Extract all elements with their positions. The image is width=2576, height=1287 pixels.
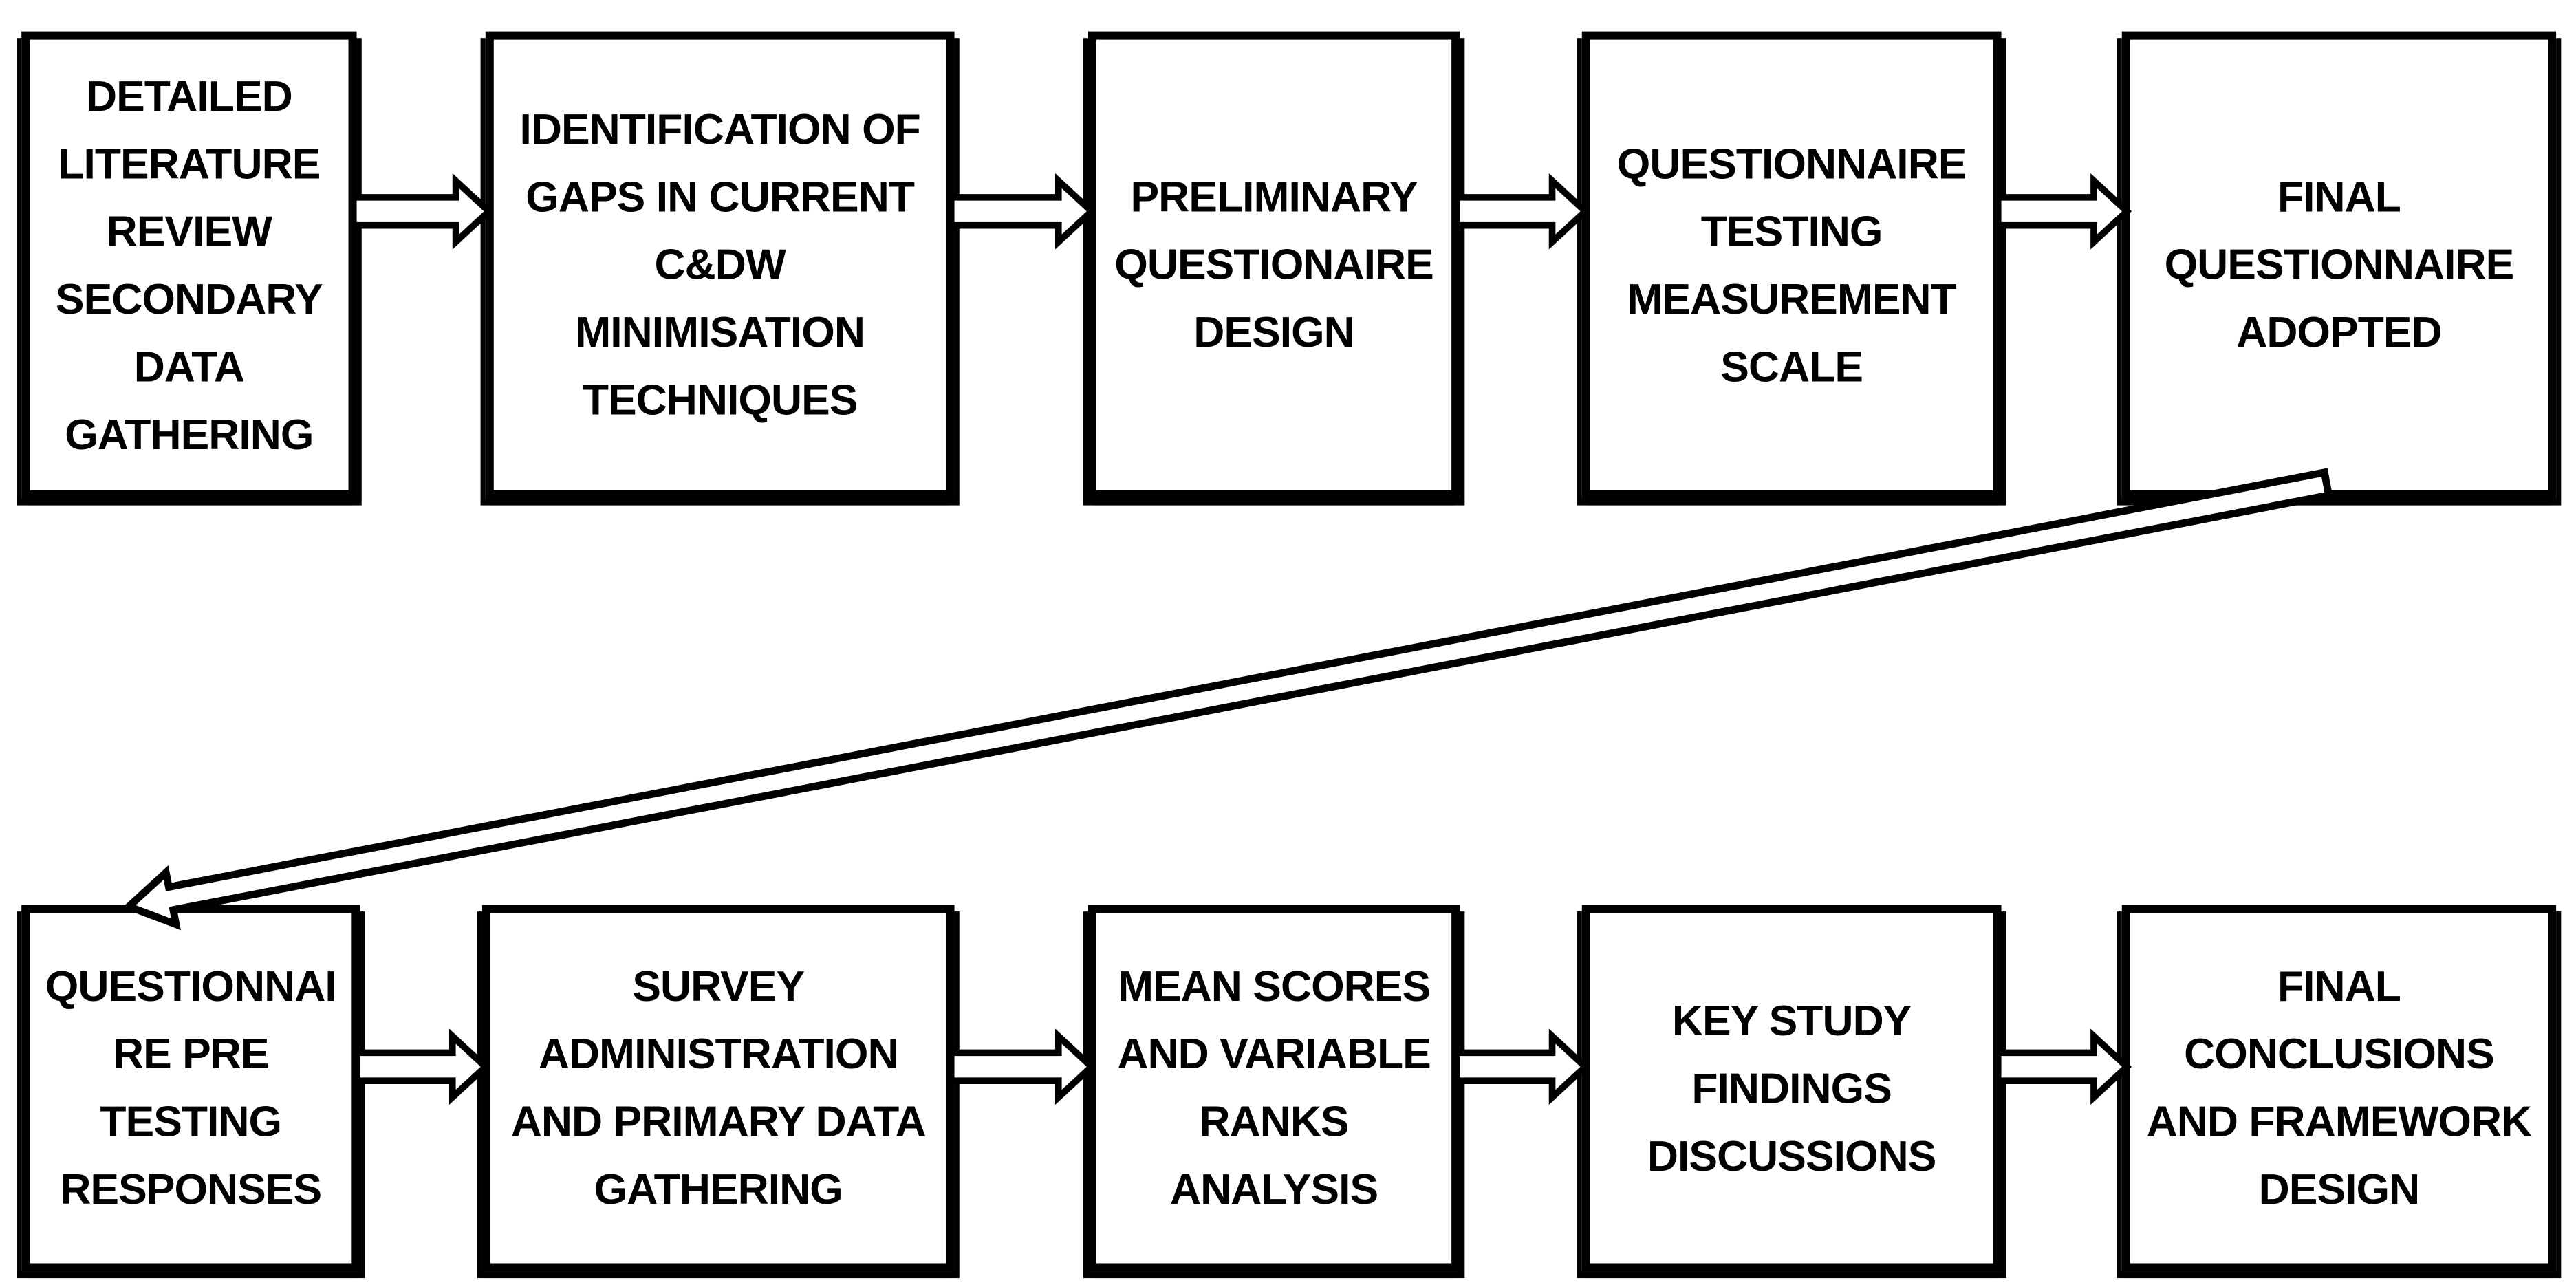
step-text-line: DESIGN <box>1193 307 1355 357</box>
step-text-line: LITERATURE <box>58 138 321 188</box>
flow-arrow-identification-of-gaps-in-current-cdw-minimisation-techniques-to-preliminary-questionaire-design <box>947 173 1096 250</box>
step-text-line: QUESTIONNAI <box>45 961 337 1011</box>
step-text-line: QUESTIONNAIRE <box>1616 138 1967 188</box>
flow-arrow-final-questionnaire-adopted-to-questionnaire-pre-testing-responses <box>122 468 2333 931</box>
step-text-line: DESIGN <box>2258 1164 2421 1214</box>
step-final-conclusions-framework: FINAL CONCLUSIONS AND FRAMEWORK DESIGN <box>2121 905 2557 1272</box>
step-text-line: ADMINISTRATION <box>538 1028 899 1079</box>
step-identification-of-gaps: IDENTIFICATION OF GAPS IN CURRENT C&DW MINI… <box>485 31 955 499</box>
step-text-line: ADOPTED <box>2236 307 2442 357</box>
flow-arrow-survey-administration-and-primary-data-gathering-to-mean-scores-and-variable-ranks-analysis <box>947 1028 1096 1105</box>
step-preliminary-questionaire: PRELIMINARY QUESTIONAIRE DESIGN <box>1087 31 1460 499</box>
step-survey-administration: SURVEY ADMINISTRATION AND PRIMARY DATA GATH… <box>481 905 955 1272</box>
step-text-line: TESTING <box>100 1096 282 1147</box>
step-text-line: GAPS IN CURRENT <box>526 171 915 221</box>
flow-arrow-preliminary-questionaire-design-to-questionnaire-testing-measurement-scale <box>1453 173 1590 250</box>
step-text-line: RESPONSES <box>60 1164 322 1214</box>
step-text-line: TESTING <box>1700 205 1883 255</box>
step-text-line: KEY STUDY <box>1671 995 1912 1045</box>
step-text-line: DETAILED <box>85 70 293 120</box>
step-text-line: REVIEW <box>106 205 272 255</box>
step-text-line: IDENTIFICATION OF <box>519 104 920 154</box>
step-text-line: AND VARIABLE <box>1117 1028 1431 1079</box>
step-text-line: DISCUSSIONS <box>1647 1130 1936 1180</box>
step-mean-scores-ranks-analysis: MEAN SCORES AND VARIABLE RANKS ANALYSIS <box>1087 905 1460 1272</box>
flow-arrow-key-study-findings-discussions-to-final-conclusions-and-framework-design <box>1994 1028 2132 1105</box>
step-text-line: FINAL <box>2277 171 2401 221</box>
step-text-line: GATHERING <box>65 409 314 459</box>
step-text-line: PRELIMINARY <box>1130 171 1418 221</box>
step-text-line: RE PRE <box>112 1028 270 1079</box>
step-text-line: MINIMISATION <box>575 307 865 357</box>
step-text-line: FINAL <box>2277 961 2401 1011</box>
step-text-line: AND FRAMEWORK <box>2146 1096 2533 1147</box>
step-text-line: C&DW <box>654 239 786 290</box>
step-text-line: MEASUREMENT <box>1627 273 1956 323</box>
step-text-line: GATHERING <box>594 1164 843 1214</box>
step-text-line: QUESTIONNAIRE <box>2164 239 2515 290</box>
step-text-line: MEAN SCORES <box>1117 961 1431 1011</box>
step-text-line: AND PRIMARY DATA <box>510 1096 927 1147</box>
step-text-line: SURVEY <box>632 961 805 1011</box>
flow-arrow-mean-scores-and-variable-ranks-analysis-to-key-study-findings-discussions <box>1453 1028 1590 1105</box>
step-detailed-literature-review: DETAILED LITERATURE REVIEW SECONDARY DATA GAT… <box>21 31 357 499</box>
step-questionnaire-testing: QUESTIONNAIRE TESTING MEASUREMENT SCALE <box>1581 31 2002 499</box>
step-text-line: FINDINGS <box>1691 1062 1892 1112</box>
flow-arrow-questionnaire-testing-measurement-scale-to-final-questionnaire-adopted <box>1994 173 2132 250</box>
flow-arrow-detailed-literature-review-secondary-data-gathering-to-identification-of-gaps-in-current-cdw-minimisation-techniques <box>349 173 494 250</box>
step-text-line: SCALE <box>1720 340 1863 391</box>
step-questionnaire-pre-testing: QUESTIONNAI RE PRE TESTING RESPONSES <box>21 905 360 1272</box>
step-text-line: ANALYSIS <box>1169 1164 1378 1214</box>
step-text-line: QUESTIONAIRE <box>1114 239 1434 290</box>
step-text-line: CONCLUSIONS <box>2184 1028 2495 1079</box>
step-key-study-findings: KEY STUDY FINDINGS DISCUSSIONS <box>1581 905 2002 1272</box>
step-text-line: RANKS <box>1199 1096 1349 1147</box>
step-text-line: SECONDARY <box>55 273 323 323</box>
step-final-questionnaire-adopted: FINAL QUESTIONNAIRE ADOPTED <box>2121 31 2557 499</box>
flow-arrow-questionnaire-pre-testing-responses-to-survey-administration-and-primary-data-gathering <box>353 1028 490 1105</box>
step-text-line: TECHNIQUES <box>582 374 858 424</box>
step-text-line: DATA <box>133 340 245 391</box>
